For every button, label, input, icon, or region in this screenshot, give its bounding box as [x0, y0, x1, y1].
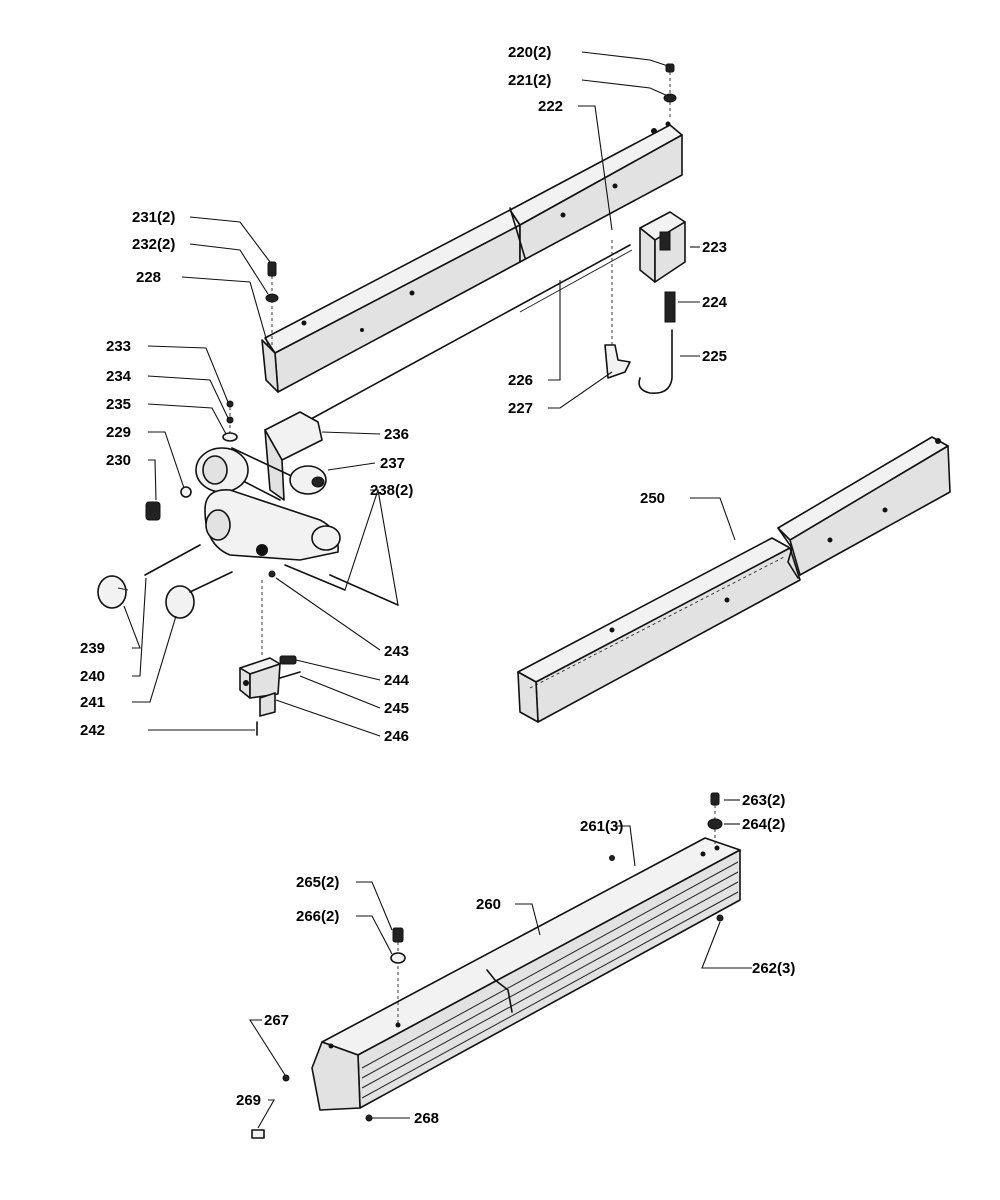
screw-233 — [226, 400, 234, 440]
label-225: 225 — [702, 348, 727, 365]
label-240: 240 — [80, 668, 105, 685]
label-242: 242 — [80, 722, 105, 739]
label-263: 263(2) — [742, 792, 785, 809]
label-238: 238(2) — [370, 482, 413, 499]
label-267: 267 — [264, 1012, 289, 1029]
label-229: 229 — [106, 424, 131, 441]
label-232: 232(2) — [132, 236, 175, 253]
part-268 — [365, 1114, 373, 1122]
leader-lines — [123, 51, 752, 1129]
spring-245 — [279, 671, 301, 679]
fence-rail-assembly — [261, 121, 683, 393]
label-222: 222 — [538, 98, 563, 115]
knob-239 — [97, 575, 129, 609]
label-266: 266(2) — [296, 908, 339, 925]
label-239: 239 — [80, 640, 105, 657]
label-233: 233 — [106, 338, 131, 355]
screw-244 — [279, 655, 297, 665]
pins-238 — [284, 564, 399, 606]
washer-232 — [265, 293, 279, 303]
hook-225 — [638, 329, 673, 395]
label-234: 234 — [106, 368, 132, 385]
label-243: 243 — [384, 643, 409, 660]
label-262: 262(3) — [752, 960, 795, 977]
washer-266 — [390, 952, 406, 964]
label-237: 237 — [380, 455, 405, 472]
label-261: 261(3) — [580, 818, 623, 835]
part-267 — [282, 1074, 290, 1082]
rail-250 — [517, 436, 951, 723]
pin-243 — [268, 570, 276, 578]
nut-229 — [180, 486, 192, 498]
rod-226 — [299, 244, 633, 426]
rod-240 — [144, 544, 201, 576]
label-265: 265(2) — [296, 874, 339, 891]
block-246 — [239, 580, 281, 717]
spring-224 — [664, 291, 676, 323]
screw-263 — [710, 792, 720, 848]
label-230: 230 — [106, 452, 131, 469]
label-228: 228 — [136, 269, 161, 286]
part-labels: 220(2) 221(2) 222 223 224 225 226 227 22… — [80, 44, 795, 1127]
label-224: 224 — [702, 294, 728, 311]
label-245: 245 — [384, 700, 409, 717]
label-250: 250 — [640, 490, 665, 507]
label-246: 246 — [384, 728, 409, 745]
label-231: 231(2) — [132, 209, 175, 226]
rail-260 — [311, 837, 741, 1111]
label-260: 260 — [476, 896, 501, 913]
label-244: 244 — [384, 672, 410, 689]
lock-head-casting — [195, 411, 341, 561]
screw-231 — [267, 261, 277, 345]
label-221: 221(2) — [508, 72, 551, 89]
set-screw-230 — [145, 501, 161, 521]
label-223: 223 — [702, 239, 727, 256]
nut-234 — [226, 416, 234, 424]
cam-237 — [289, 465, 327, 495]
label-236: 236 — [384, 426, 409, 443]
label-220: 220(2) — [508, 44, 551, 61]
washer-235 — [222, 432, 238, 442]
label-268: 268 — [414, 1110, 439, 1127]
washer-264 — [707, 818, 723, 830]
screw-220 — [665, 63, 675, 120]
rivet-261 — [609, 855, 615, 861]
label-264: 264(2) — [742, 816, 785, 833]
knob-241 — [165, 571, 233, 619]
label-226: 226 — [508, 372, 533, 389]
bracket-223 — [639, 211, 686, 283]
label-241: 241 — [80, 694, 105, 711]
label-235: 235 — [106, 396, 131, 413]
label-227: 227 — [508, 400, 533, 417]
clip-227 — [604, 240, 631, 379]
rivet-262 — [716, 914, 724, 922]
part-269 — [251, 1129, 265, 1139]
label-269: 269 — [236, 1092, 261, 1109]
